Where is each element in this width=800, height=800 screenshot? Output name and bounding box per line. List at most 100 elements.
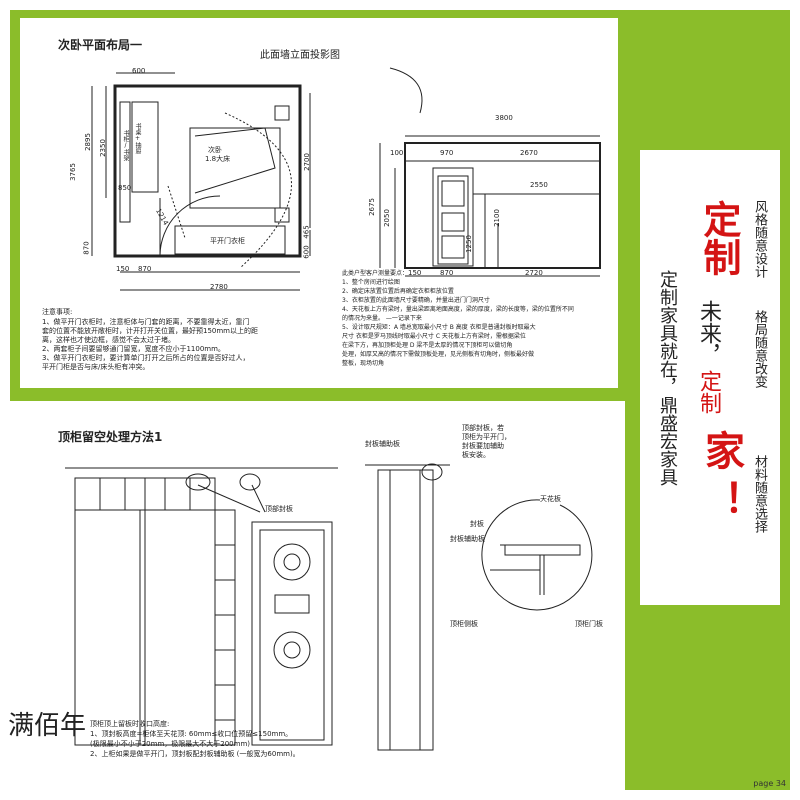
door-panel (437, 175, 469, 265)
door-ornament-bottom (273, 631, 311, 669)
edim-100: 100 (390, 149, 404, 157)
door-frame (432, 167, 474, 267)
edim-2675: 2675 (367, 198, 376, 216)
edim-b2720: 2720 (525, 269, 543, 277)
elev-title: 此面墙立面投影图 (260, 50, 340, 61)
slogan-big-2: 定制 (696, 370, 721, 414)
label-seal-aux2: 封板辅助板 (450, 535, 485, 543)
slogan-big-1: 定制 (697, 200, 741, 276)
dim-b870: 870 (138, 265, 152, 273)
label-door-panel: 顶柜门板 (575, 620, 603, 628)
label-ceiling: 天花板 (540, 495, 561, 503)
dim-2350: 2350 (98, 139, 107, 157)
dim-top-600: 600 (132, 67, 146, 75)
projection-arc (224, 112, 292, 269)
label-bookshelf: 书柜/书架 (122, 130, 129, 161)
dim-b2780: 2780 (210, 283, 228, 291)
notes-right-line: 1、整个房间进行绘图 (342, 279, 400, 286)
notes-left-title: 注意事项: (42, 308, 73, 316)
dim-3765: 3765 (68, 163, 77, 181)
edim-970: 970 (440, 149, 454, 157)
edim-b870: 870 (440, 269, 454, 277)
ceiling-board (504, 544, 581, 556)
door-ornament-top (273, 543, 311, 581)
edim-2100: 2100 (492, 209, 501, 227)
elevation-drawing (379, 135, 601, 277)
topcab-note: (极限最小不小于20mm，极限最大不大于200mm) (90, 740, 251, 748)
slogan-big-3: 家 (698, 430, 744, 470)
notes-right-line: 在梁下方，再加顶柜处理 D 梁不是太厚的情况下顶柜可以做切角 (342, 342, 513, 349)
topcab-note: 1、顶封板高度=柜体至天花顶: 60mm≤收口位预留≤150mm。 (90, 730, 293, 738)
label-seal: 封板 (470, 520, 484, 528)
floor-plan-drawing (91, 67, 601, 291)
bed-cover (194, 127, 276, 194)
nightstand-bottom (274, 207, 290, 223)
label-top-panel: 顶柜侧板 (450, 620, 478, 628)
slogan-col-1: 风格随意设计 (752, 200, 767, 278)
dim-2700: 2700 (302, 153, 311, 171)
topcab-panel: 顶柜留空处理方法1 (20, 410, 618, 790)
label-note1: 顶部封板，若 (462, 424, 504, 432)
detail-circle (481, 499, 593, 611)
notes-right-line: 此类户型客户测量要点： (342, 270, 409, 277)
side-callout (421, 463, 443, 481)
plan-panel: 次卧平面布局一 此面墙立面投影图 (20, 18, 618, 388)
label-bed: 次卧 (208, 146, 222, 154)
door-frame-bottom (251, 521, 333, 746)
label-closet: 平开门衣柜 (210, 237, 245, 245)
notes-right-line: 整板，现场切角 (342, 360, 385, 367)
label-note4: 板安装。 (462, 451, 490, 459)
slogan-excl: ！ (698, 480, 744, 520)
notes-right-line: 5、设计取尺规矩：A 墙总宽取最小尺寸 B 高度 衣柜是普通封板时取最大 (342, 324, 536, 331)
bookshelf-rect (119, 101, 131, 223)
label-bed-size: 1.8大床 (205, 155, 231, 163)
notes-right-line: 3、衣柜放置的此面墙尺寸要精确，并量出进门门洞尺寸 (342, 297, 490, 304)
notes-right-line: 2、确定床放置位置后再确定衣柜柜放位置 (342, 288, 454, 295)
label-seal-aux: 封板辅助板 (365, 440, 400, 448)
notes-left-line: 3、做平开门衣柜时，要计算单门打开之后所占的位置是否好过人， (42, 354, 250, 362)
desk-rect (131, 101, 159, 193)
notes-left-line: 平开门柜是否与床/床头柜有冲突。 (42, 363, 150, 371)
dim-2895: 2895 (83, 133, 92, 151)
label-top-seal: 顶部封板 (265, 505, 293, 513)
slogan-col-3: 材料随意选择 (752, 455, 767, 533)
wardrobe-rect (174, 225, 286, 255)
elevation-wall (404, 142, 601, 269)
slogan-panel: 风格随意设计 格局随意改变 材料随意选择 定制 未来， 定制 家 ！ 定制家具就… (640, 150, 780, 605)
notes-right-line: 的情况为来量。 —一记录下来 (342, 315, 422, 322)
dim-b150: 150 (116, 265, 130, 273)
label-note2: 顶柜为平开门， (462, 433, 511, 441)
side-view-cabinet (377, 469, 434, 751)
watermark-brand: 满佰年 (8, 711, 87, 741)
dim-870: 870 (82, 241, 91, 255)
room-walls (113, 84, 302, 258)
bed-rect (189, 127, 281, 209)
notes-right-line: 尺寸 衣柜是罗马顶线时取最小尺寸 C 天花板上方有梁时，需根据梁位 (342, 333, 526, 340)
nightstand-top (274, 105, 290, 121)
edim-2550: 2550 (530, 181, 548, 189)
callout-circle-1 (185, 473, 211, 491)
topcab-drawing (65, 463, 593, 751)
edim-2050: 2050 (382, 209, 391, 227)
notes-left-line: 离，这样也才使边框，感觉不会太过于堵。 (42, 336, 175, 344)
door-bottom (259, 529, 325, 741)
green-bottom-frame (10, 395, 625, 401)
callout-circle-2 (239, 473, 261, 491)
label-note3: 封板要加辅助 (462, 442, 504, 450)
page-number: page 34 (753, 779, 786, 788)
slogan-side: 定制家具就在，鼎盛宏家具 (657, 270, 678, 486)
topcab-title: 顶柜留空处理方法1 (58, 430, 163, 444)
label-desk: 书桌+抽屉 (134, 123, 141, 154)
notes-right-line: 4、天花板上方有梁时，量出梁距离地面高度，梁的厚度，梁的长度等，梁的位置所不同 (342, 306, 574, 313)
slogan-mid-1: 未来， (696, 300, 721, 366)
plan-title: 次卧平面布局一 (58, 38, 143, 52)
topcab-notes-title: 顶柜顶上留板时收口高度: (90, 720, 170, 728)
notes-right-line: 处理，如厚又高的情况下需做顶板处理，见光侧板有切角时，侧板最好做 (342, 351, 535, 358)
notes-left-line: 2、两套柜子间要留够通门留宽，宽度不应小于1100mm。 (42, 345, 225, 353)
slogan-col-2: 格局随意改变 (752, 310, 767, 388)
projection-arrow (389, 67, 423, 114)
door-swing-arc (159, 195, 221, 257)
edim-2670: 2670 (520, 149, 538, 157)
dim-600: 600 (302, 245, 311, 259)
notes-left-line: 套的位置不能放开敞柜时，计开打开关位置，最好预150mm以上的距 (42, 327, 258, 335)
